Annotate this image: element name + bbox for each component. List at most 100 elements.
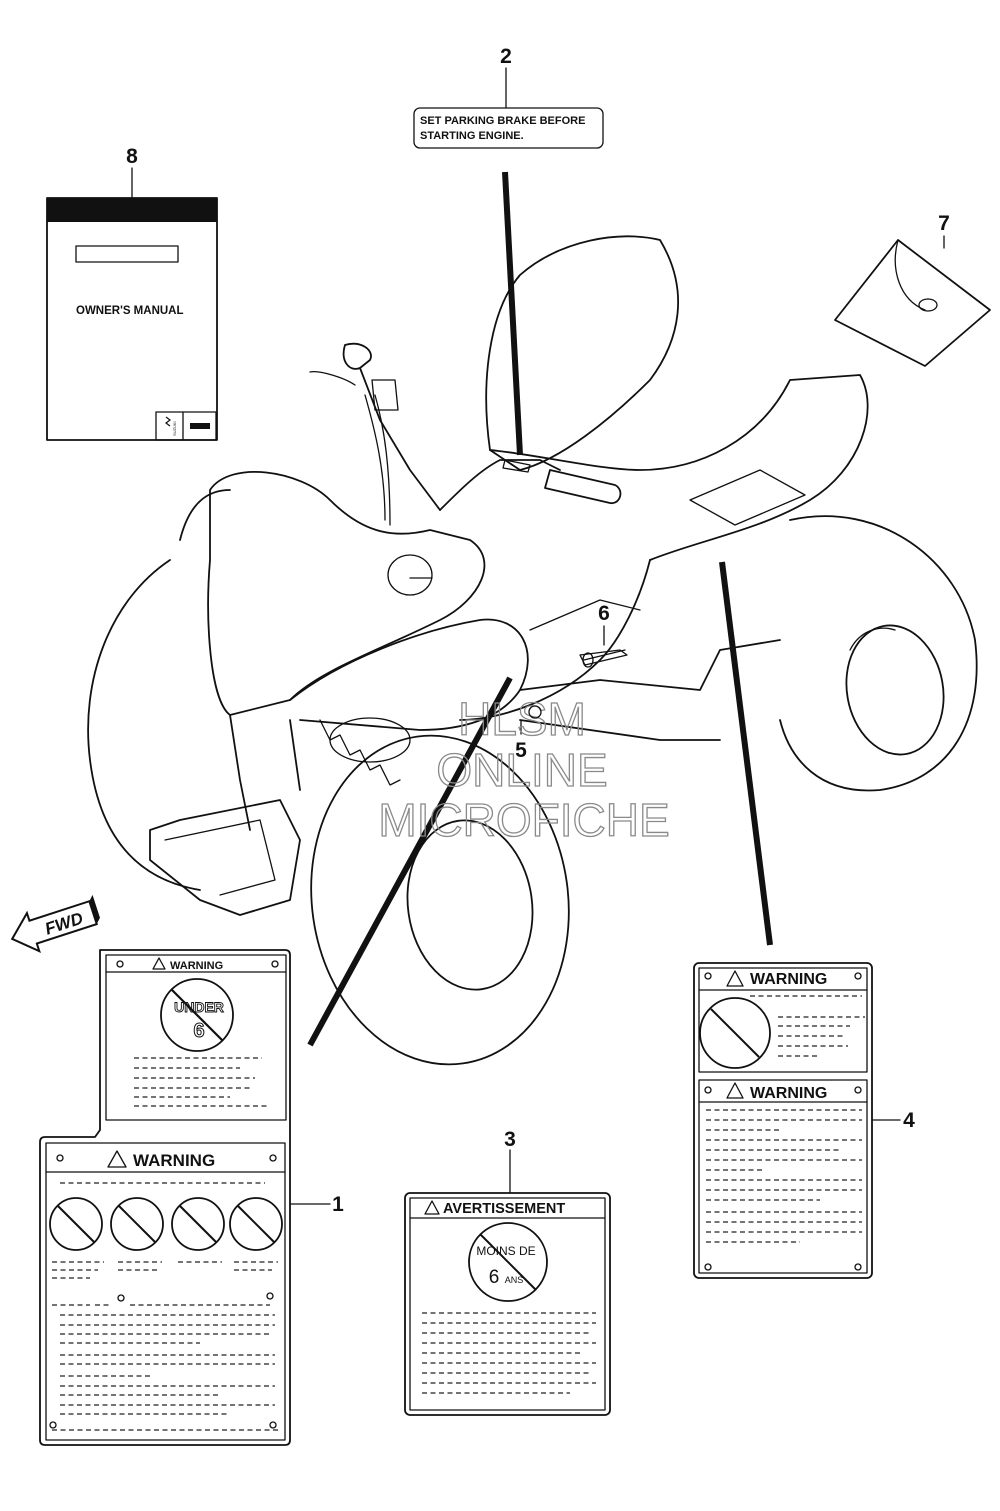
callout-numbers: 2 8 7 6 5 3 1 4 <box>126 45 950 1216</box>
label-2-line1: SET PARKING BRAKE BEFORE <box>420 115 585 127</box>
label-1-lower-panel <box>45 1142 286 1441</box>
no-drugs-icon <box>229 1197 283 1251</box>
label-1-upper-text-lines <box>134 1057 270 1107</box>
watermark-line1: HLSM <box>458 693 586 745</box>
brake-lever <box>309 371 356 386</box>
item-6-head <box>582 652 594 668</box>
leader-1 <box>307 676 513 1047</box>
pad-outline <box>834 239 991 367</box>
callout-7: 7 <box>938 212 950 235</box>
manual-brand: SUZUKI <box>172 421 177 436</box>
label-1-under-num: 6 <box>193 1020 204 1042</box>
moins-de-6-slash <box>479 1233 537 1291</box>
label-1-hole-tl <box>116 960 124 968</box>
manual-top-band <box>47 198 217 222</box>
front-left-wheel <box>87 559 201 891</box>
label-4-hole-bl <box>704 1263 712 1271</box>
label-4-hole-tl <box>704 972 712 980</box>
cable-2 <box>374 394 391 526</box>
watermark-line3: MICROFICHE <box>378 794 669 846</box>
front-frame-2 <box>289 719 301 791</box>
label-1-warning: WARNING UNDER 6 WARNING <box>39 949 291 1446</box>
label-1-hole-c <box>117 1294 125 1302</box>
label-2-parking-brake: SET PARKING BRAKE BEFORE STARTING ENGINE… <box>413 107 604 149</box>
front-fender-front <box>289 618 529 731</box>
callout-2: 2 <box>500 45 512 68</box>
suzuki-logo-icon <box>165 416 171 427</box>
bar-cross <box>439 459 561 511</box>
rear-hub <box>845 624 945 756</box>
no-drugs-slash <box>237 1205 275 1243</box>
watermark-line2: ONLINE <box>436 744 607 796</box>
item-5-part <box>528 705 542 719</box>
no-helmet-slash <box>57 1205 95 1243</box>
label-4-hole-ml <box>704 1086 712 1094</box>
front-frame <box>229 714 251 831</box>
watermark: HLSM ONLINE MICROFICHE <box>378 692 671 846</box>
callout-3: 3 <box>504 1128 516 1151</box>
warning-triangle-icon-5 <box>726 1082 744 1099</box>
switch-housing <box>371 379 399 411</box>
label-3-ans: ANS <box>505 1275 524 1285</box>
left-bar <box>359 367 441 511</box>
callout-6: 6 <box>598 602 610 625</box>
shock-top <box>329 717 411 763</box>
fwd-arrow: FWD <box>10 894 100 953</box>
manual-title: OWNER'S MANUAL <box>76 305 184 317</box>
manual-title-box <box>75 245 179 263</box>
label-2-frame <box>413 107 604 149</box>
label-4-warning: WARNING WARNING <box>693 962 873 1279</box>
label-1-top-warning: WARNING <box>170 960 223 972</box>
label-1-under-text: UNDER <box>174 999 224 1015</box>
no-helmet-icon <box>49 1197 103 1251</box>
label-3-warning: AVERTISSEMENT <box>443 1201 565 1217</box>
item-6-rivet <box>583 649 626 661</box>
shock-spring <box>319 719 401 786</box>
callout-8: 8 <box>126 145 138 168</box>
warning-triangle-icon-2 <box>107 1150 127 1168</box>
label-1-hole-ml <box>56 1154 64 1162</box>
warning-triangle-icon <box>152 957 166 970</box>
manual-logo-box <box>155 411 217 441</box>
label-1-hole-tr <box>271 960 279 968</box>
no-road-slash <box>118 1205 156 1243</box>
label-1-lower-text-lines <box>52 1261 280 1431</box>
fwd-arrow-shape <box>10 899 99 953</box>
pad-hole <box>918 298 938 312</box>
bumper-inner <box>164 819 276 896</box>
manual-cover <box>46 197 218 441</box>
fuel-cap <box>387 554 433 596</box>
footrest <box>519 639 781 691</box>
moins-de-6-icon <box>468 1222 548 1302</box>
label-4-hole-tr <box>854 972 862 980</box>
right-grip <box>544 469 622 504</box>
under-6-slash <box>170 988 224 1042</box>
frame-rail <box>529 599 641 631</box>
small-parts <box>528 649 626 719</box>
front-right-hub <box>406 819 534 991</box>
label-4-lower-panel <box>698 1079 868 1274</box>
rear-wheel <box>779 515 978 792</box>
front-fender <box>207 471 486 716</box>
warning-triangle-icon-3 <box>424 1200 440 1215</box>
label-4-upper-panel <box>698 967 868 1073</box>
atv-illustration <box>87 235 978 1066</box>
front-right-wheel <box>310 734 570 1066</box>
label-1-main-warning: WARNING <box>133 1151 215 1170</box>
label-3-text-lines <box>422 1312 596 1394</box>
owners-manual: OWNER'S MANUAL SUZUKI <box>46 197 218 441</box>
cable-1 <box>364 394 386 521</box>
label-1-hole-mr <box>269 1154 277 1162</box>
rear-hub-inner <box>849 627 896 651</box>
item-7-pad <box>834 239 991 367</box>
leader-4 <box>719 561 773 946</box>
label-3-num: 6 <box>489 1267 500 1288</box>
no-road-icon <box>110 1197 164 1251</box>
pad-fold <box>894 239 926 311</box>
label-4-outline <box>693 962 873 1279</box>
side-panel <box>459 559 651 721</box>
fwd-arrow-shadow <box>89 894 100 925</box>
label-4-upper-text-lines <box>778 1016 865 1057</box>
